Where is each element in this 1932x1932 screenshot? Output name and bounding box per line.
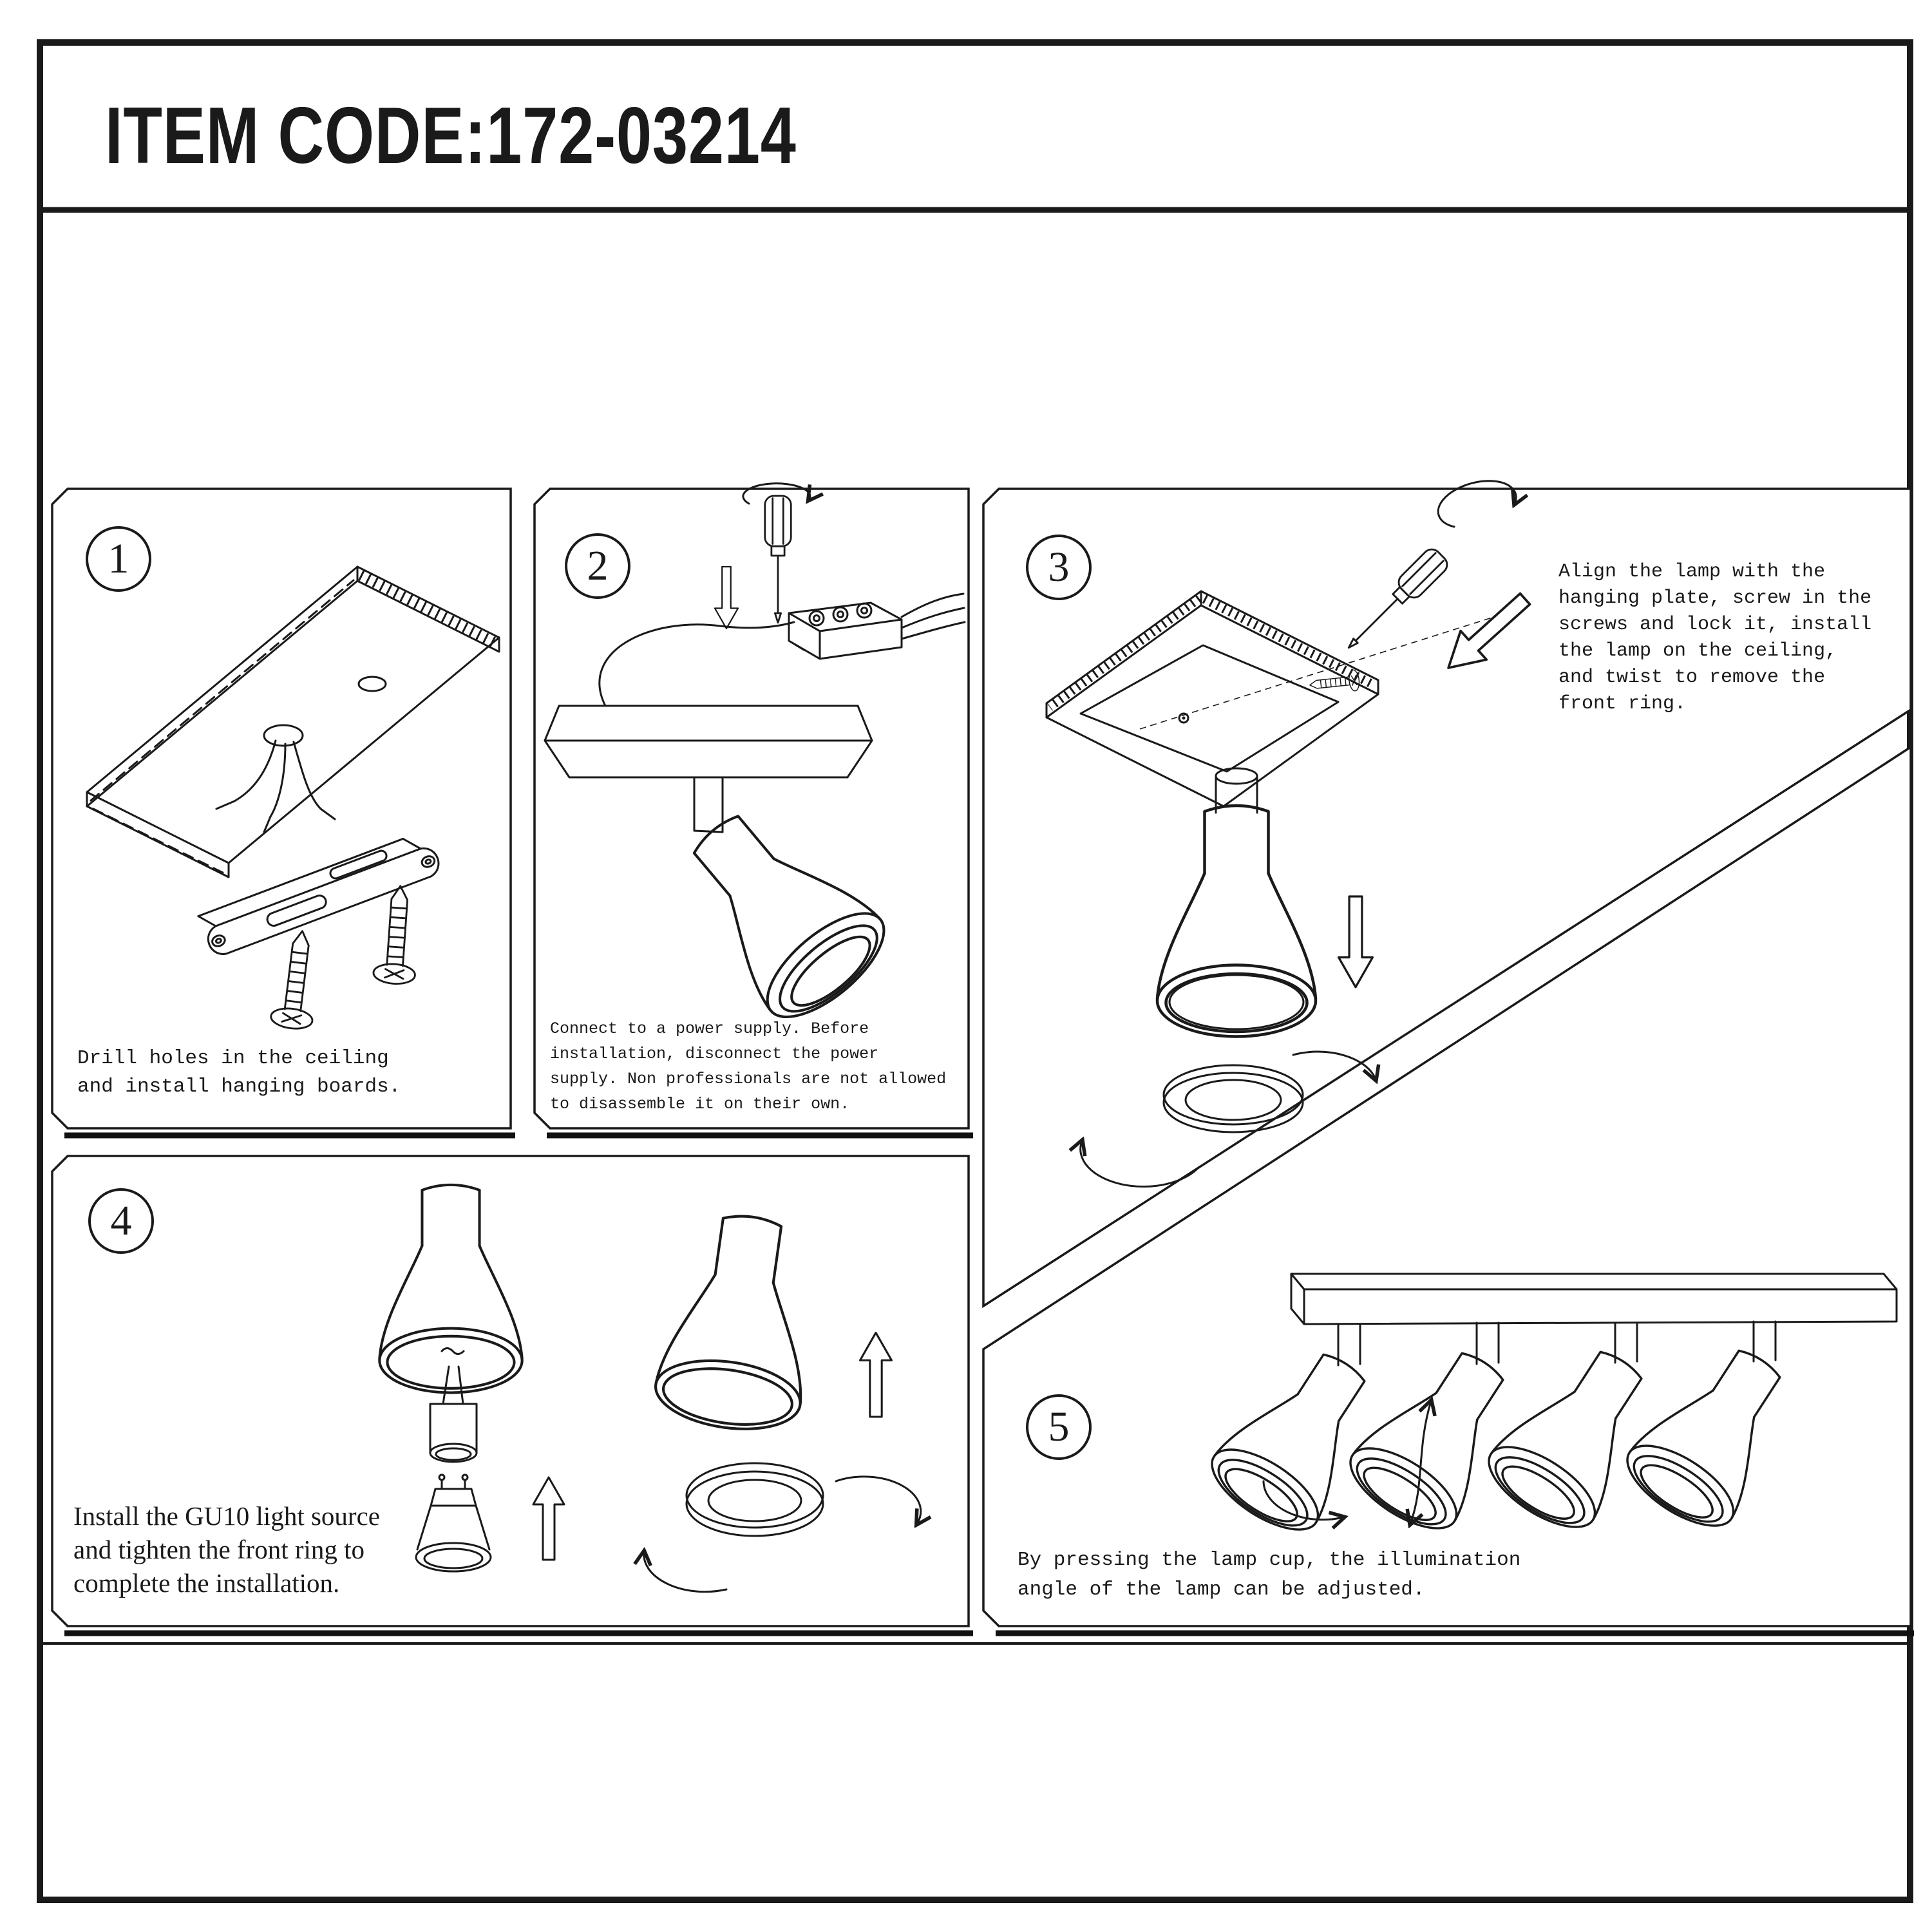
step-3-caption: Align the lamp with the hanging plate, s… <box>1558 561 1872 715</box>
lamp-art <box>1157 767 1316 1037</box>
rotate-arrow <box>1081 1141 1200 1188</box>
rotate-arrow <box>835 1475 921 1524</box>
step-5-caption: By pressing the lamp cup, the illuminati… <box>1018 1549 1521 1601</box>
spotlight-cup <box>1475 1321 1676 1544</box>
spotlight-cup <box>1198 1323 1399 1546</box>
step-3-badge: 3 <box>1026 535 1092 600</box>
step-5-panel <box>982 744 1912 1627</box>
panel-borders <box>51 488 1914 1636</box>
rotate-arrow <box>1292 1050 1376 1079</box>
terminal-block-art <box>788 592 966 660</box>
step-2-badge: 2 <box>565 533 630 599</box>
step-1-caption: Drill holes in the ceiling and install h… <box>77 1047 401 1098</box>
spotlight-cup <box>1613 1320 1814 1542</box>
step-5-badge: 5 <box>1026 1394 1092 1460</box>
ceiling-board-art <box>86 565 500 878</box>
page-title: ITEM CODE:172-03214 <box>105 91 797 180</box>
hanging-bracket-art <box>197 837 440 955</box>
step-5-drawing <box>1198 1273 1898 1546</box>
step-1-panel <box>51 488 512 1130</box>
step-1-badge: 1 <box>86 526 151 592</box>
front-ring-art <box>1162 1064 1304 1133</box>
step-2-caption: Connect to a power supply. Before instal… <box>550 1019 947 1113</box>
wires-art <box>215 739 336 833</box>
step-4-caption: Install the GU10 light source and tighte… <box>73 1501 380 1598</box>
spotlight-cup <box>1336 1321 1537 1545</box>
step-4-panel <box>51 1155 970 1627</box>
step-3-drawing <box>1045 480 1539 1188</box>
step-2-drawing <box>544 482 966 1035</box>
rotate-arrow <box>644 1552 728 1593</box>
rotate-arrow <box>1437 480 1516 528</box>
cup-and-ring-art <box>651 1207 825 1537</box>
rotate-arrow <box>742 482 810 505</box>
step-4-drawing <box>379 1185 921 1593</box>
step-1-drawing <box>86 565 500 1032</box>
rotate-arrow <box>1262 1480 1343 1520</box>
rail-art <box>1290 1273 1898 1325</box>
cup-with-socket-art <box>379 1185 522 1463</box>
step-3-panel <box>982 488 1912 1309</box>
step-4-badge: 4 <box>88 1188 154 1254</box>
swivel-arrow <box>1410 1401 1431 1524</box>
gu10-bulb-art <box>415 1473 492 1573</box>
canopy-art <box>544 621 873 779</box>
